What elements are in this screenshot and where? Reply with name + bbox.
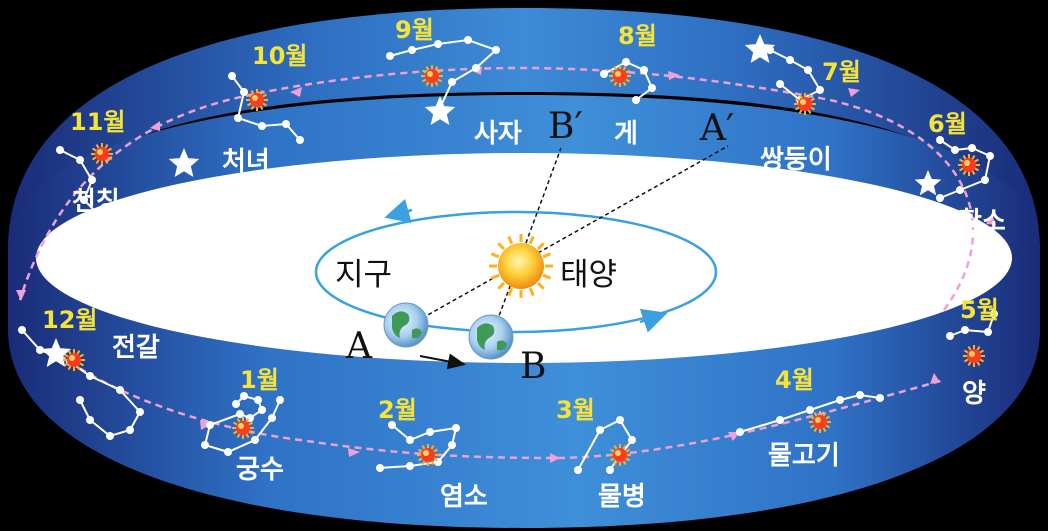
month-m11: 11월 천칭 — [70, 108, 125, 217]
earth-at-b — [468, 314, 514, 360]
earth-at-a — [383, 302, 429, 348]
month-label: 8월 — [618, 22, 657, 50]
month-m6: 6월 황소 — [928, 110, 1006, 237]
sun-path-arrows — [16, 66, 996, 463]
zodiac-band-back — [8, 8, 1040, 290]
constellation-name: 물고기 — [768, 441, 840, 471]
point-a-label: A — [345, 326, 373, 367]
sun-marker-icon — [809, 411, 831, 433]
month-m12: 12월 전갈 — [42, 306, 160, 371]
sun-marker-icon — [794, 93, 816, 115]
sun-marker-icon — [963, 345, 985, 367]
month-label: 4월 — [775, 366, 814, 394]
month-m2: 2월 염소 — [378, 396, 488, 512]
month-label: 12월 — [42, 306, 97, 334]
sight-line-a — [409, 145, 729, 326]
month-label: 9월 — [395, 16, 434, 44]
month-label: 6월 — [928, 110, 967, 138]
sun-label: 태양 — [560, 257, 617, 293]
sun-marker-icon — [609, 444, 631, 466]
constellation-name: 게 — [614, 119, 638, 149]
orbit-arrow-top — [384, 198, 413, 224]
earth-motion-arrow — [419, 353, 466, 370]
month-label: 2월 — [378, 396, 417, 424]
month-m4: 4월 물고기 — [768, 366, 840, 471]
sight-line-b — [491, 147, 562, 336]
month-label: 7월 — [822, 58, 861, 86]
sun-marker-icon — [246, 89, 268, 111]
constellation-name: 황소 — [958, 207, 1006, 237]
constellation-name: 사자 — [474, 119, 522, 149]
month-label: 11월 — [70, 108, 125, 136]
sun-marker-icon — [63, 349, 85, 371]
earth-label: 지구 — [335, 257, 392, 293]
month-m3: 3월 물병 — [556, 396, 646, 512]
sun — [489, 234, 553, 298]
sun-path-upper — [18, 66, 975, 311]
constellation-name: 전갈 — [112, 333, 160, 363]
constellation-name: 천칭 — [72, 187, 120, 217]
point-b-label: B — [520, 346, 546, 387]
constellation-name: 처녀 — [222, 147, 270, 177]
sun-marker-icon — [232, 417, 254, 439]
sun-marker-icon — [91, 143, 113, 165]
month-m9: 9월 사자 — [395, 16, 522, 149]
month-m10: 10월 처녀 — [222, 42, 307, 177]
sun-path-lower — [59, 353, 945, 460]
month-m5: 5월 양 — [960, 296, 999, 409]
month-label: 3월 — [556, 396, 595, 424]
month-label: 10월 — [252, 42, 307, 70]
point-a-prime-label: A′ — [699, 108, 734, 149]
month-label: 1월 — [240, 366, 279, 394]
constellation-name: 쌍둥이 — [760, 145, 832, 175]
orbit-arrow-bottom — [639, 308, 668, 333]
constellation-name: 물병 — [598, 482, 646, 512]
point-b-prime-label: B′ — [548, 106, 583, 147]
sun-marker-icon — [417, 444, 439, 466]
constellation-name: 염소 — [440, 482, 488, 512]
sun-marker-icon — [958, 154, 980, 176]
sun-marker-icon — [421, 65, 443, 87]
month-m8: 8월 게 — [609, 22, 657, 149]
month-m1: 1월 궁수 — [232, 366, 284, 485]
earth-orbit — [314, 210, 718, 334]
month-m7: 7월 쌍둥이 — [760, 58, 861, 175]
constellation-name: 궁수 — [236, 455, 284, 485]
sun-marker-icon — [609, 65, 631, 87]
constellation-name: 양 — [962, 379, 986, 409]
month-label: 5월 — [960, 296, 999, 324]
